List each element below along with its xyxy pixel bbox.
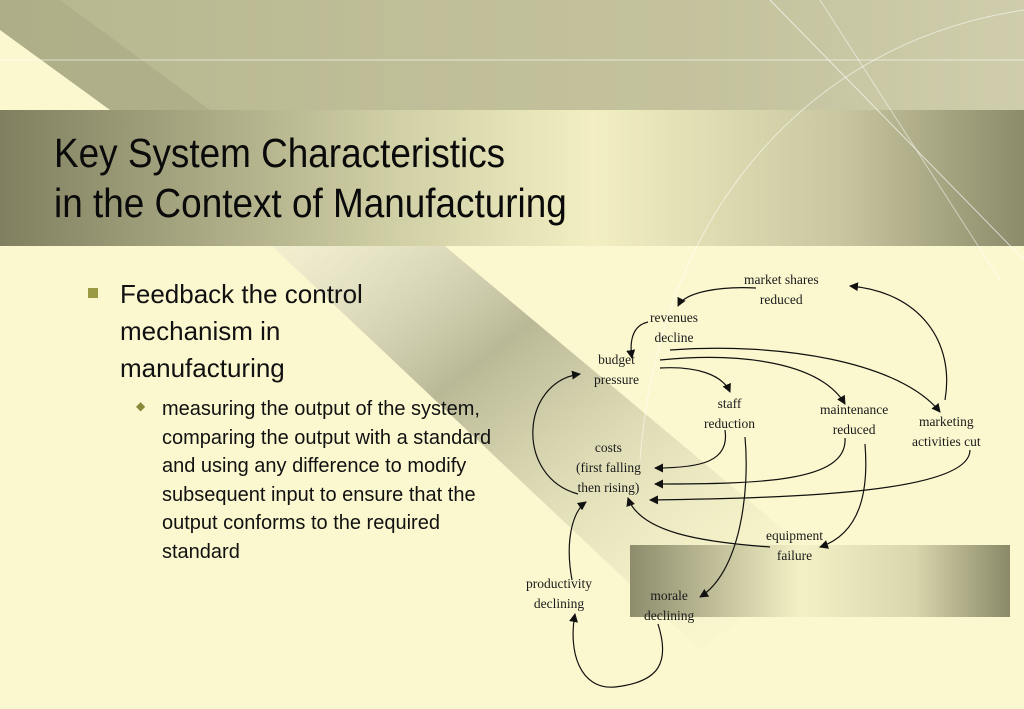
node-maintenance: maintenance reduced [820, 402, 889, 437]
sub-bullet-item: ◆ measuring the output of the system, co… [86, 395, 506, 566]
node-costs: costs (first falling then rising) [576, 440, 641, 495]
sub-bullet-text: measuring the output of the system, comp… [162, 398, 492, 563]
arrow-market-to-revenues [677, 287, 757, 307]
bullet-list: Feedback the control mechanism in manufa… [86, 276, 506, 566]
arrow-budget-to-maintenance [659, 356, 846, 405]
arrow-revenues-to-budget [626, 321, 649, 359]
title-line-1: Key System Characteristics [54, 130, 506, 176]
arrow-budget-to-staff [659, 367, 731, 393]
diamond-bullet-icon: ◆ [136, 399, 146, 413]
diagram-arrows [532, 282, 971, 688]
arrow-marketing-to-costs [649, 449, 971, 505]
title-line-2: in the Context of Manufacturing [54, 180, 567, 226]
feedback-loop-diagram: market shares reduced revenues decline b… [500, 262, 1024, 697]
arrow-maintenance-to-costs [654, 437, 846, 489]
square-bullet-icon [88, 288, 98, 298]
node-market-shares: market shares reduced [744, 272, 819, 307]
node-revenues: revenues decline [650, 310, 698, 345]
arrow-marketing-to-market [849, 282, 948, 401]
node-staff: staff reduction [704, 396, 755, 431]
arrow-costs-to-budget [532, 370, 581, 495]
node-marketing: marketing activities cut [912, 414, 981, 449]
node-morale: morale declining [644, 588, 695, 623]
node-productivity: productivity declining [526, 576, 592, 611]
bullet-text: Feedback the control mechanism in manufa… [120, 279, 363, 383]
arrow-morale-to-productivity [569, 613, 664, 688]
node-budget: budget pressure [594, 352, 639, 387]
arrow-maintenance-to-equipment [819, 443, 867, 549]
slide-title: Key System Characteristics in the Contex… [54, 128, 567, 228]
arrow-staff-to-costs [654, 429, 727, 473]
bullet-item: Feedback the control mechanism in manufa… [86, 276, 506, 387]
node-equipment: equipment failure [766, 528, 823, 563]
arrow-staff-to-morale [699, 436, 747, 598]
arrow-equipment-to-costs [626, 497, 771, 548]
arrow-productivity-to-costs [568, 501, 587, 581]
arrow-budget-to-marketing [669, 347, 941, 413]
